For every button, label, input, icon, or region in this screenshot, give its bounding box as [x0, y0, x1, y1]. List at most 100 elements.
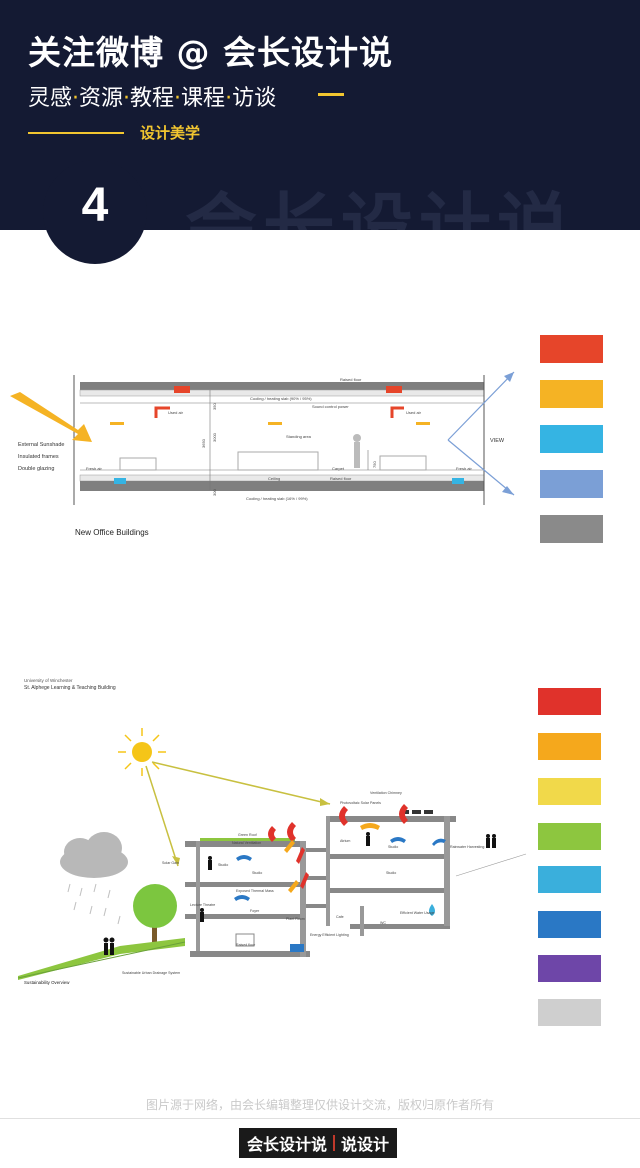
figure2-institution: University of Winchester — [24, 678, 73, 683]
heat-arrows — [284, 823, 380, 893]
figure2-caption: Sustainability Overview — [24, 980, 70, 985]
figure1-caption: New Office Buildings — [75, 528, 149, 537]
sun-ray — [145, 765, 179, 867]
label-studio-2: Studio — [252, 871, 262, 875]
color-swatch — [540, 425, 603, 453]
label-raised-floor-top: Raised floor — [340, 377, 362, 382]
label-ceiling-top: Cooling / heating slab (90% / 95%) — [250, 396, 312, 401]
sustainability-section-drawing: University of Winchester St. Alphege Lea… — [17, 678, 527, 985]
color-swatch — [538, 866, 601, 893]
subtitle-item: 资源 — [79, 86, 124, 111]
header-tag: 设计美学 — [140, 124, 201, 142]
color-swatch — [538, 688, 601, 715]
label-cafe: Cafe — [336, 915, 344, 919]
dim-350: 350 — [212, 403, 217, 410]
color-swatch — [540, 470, 603, 498]
air-unit-blue — [452, 478, 464, 484]
label-carpet: Carpet — [332, 466, 345, 471]
header-title: 关注微博 @ 会长设计说 — [28, 33, 393, 72]
sun-icon — [118, 728, 166, 776]
label-ceiling: Ceiling — [268, 476, 280, 481]
color-swatch — [540, 335, 603, 363]
brand-separator — [333, 1135, 336, 1151]
label-atrium: Atrium — [340, 839, 350, 843]
label-rainwater: Rainwater Harvesting — [450, 845, 484, 849]
header-subtitle: 灵感·资源·教程·课程·访谈 — [28, 86, 277, 111]
cloud-icon — [60, 832, 128, 878]
sun-ray — [151, 761, 331, 805]
air-arrow-red — [390, 406, 404, 418]
subtitle-item: 课程 — [181, 86, 226, 111]
label-used-air-right: Used air — [406, 410, 422, 415]
people-icon — [103, 937, 115, 955]
brand-badge: 会长设计说 说设计 — [239, 1128, 398, 1158]
sunlight-arrow — [10, 392, 92, 442]
color-swatch — [540, 380, 603, 408]
label-studio-3: Studio — [388, 845, 398, 849]
label-studio-4: Studio — [386, 871, 396, 875]
header-watermark: 会长设计说 — [185, 185, 576, 230]
color-swatch — [538, 823, 601, 850]
air-flow-arrows — [234, 837, 446, 901]
green-ground — [18, 938, 185, 980]
dim-750: 750 — [372, 461, 377, 468]
office-section-drawing: External Sunshade Insulated frames Doubl… — [10, 371, 515, 537]
subtitle-item: 教程 — [130, 86, 175, 111]
section-number: 4 — [81, 179, 109, 232]
label-wc: WC — [380, 921, 386, 925]
label-solar: Solar Gain — [162, 861, 179, 865]
label-lecture: Lecture Theatre — [190, 903, 215, 907]
label-standing: Standing area — [286, 434, 312, 439]
label-view: VIEW — [490, 438, 505, 444]
green-roof — [200, 838, 295, 841]
label-green-roof: Green Roof — [238, 833, 257, 837]
label-sunshade: External Sunshade — [18, 442, 64, 448]
label-sound: Sound control power — [312, 404, 349, 409]
copyright-note: 图片源于网络，由会长编辑整理仅供设计交流，版权归原作者所有 — [145, 1098, 494, 1112]
label-efficient-water: Efficient Water Usage — [400, 911, 435, 915]
label-fresh-air-right: Fresh air — [456, 466, 472, 471]
label-swale: Sustainable Urban Drainage System — [122, 971, 180, 975]
raised-floor-bottom — [79, 474, 485, 482]
dim-3650: 3650 — [201, 438, 206, 448]
light-fixture — [416, 422, 430, 425]
figure2-title: St. Alphege Learning & Teaching Building — [24, 685, 116, 691]
air-unit-red — [386, 386, 402, 393]
label-floor: Raised floor — [236, 943, 256, 947]
subtitle-accent-line — [318, 93, 344, 96]
footer-divider — [0, 1118, 640, 1119]
label-natural-vent: Natural Ventilation — [232, 841, 261, 845]
label-plant: Plant Room — [286, 917, 305, 921]
tree-icon — [133, 884, 177, 946]
rain-drops — [67, 883, 121, 925]
label-frames: Insulated frames — [18, 454, 59, 460]
color-swatch — [538, 778, 601, 805]
label-used-air-left: Used air — [168, 410, 184, 415]
label-fresh-air-left: Fresh air — [86, 466, 102, 471]
ventilation-arrows — [268, 804, 408, 889]
dim-300: 300 — [212, 489, 217, 496]
air-unit-red — [174, 386, 190, 393]
label-raised-floor-bottom: Raised floor — [330, 476, 352, 481]
floor-slab — [80, 481, 484, 491]
color-swatch — [538, 911, 601, 938]
brand-right: 说设计 — [341, 1135, 390, 1154]
tag-accent-line — [28, 132, 124, 134]
dim-3000: 3000 — [212, 432, 217, 442]
label-glazing: Double glazing — [18, 466, 54, 472]
occupants-icon — [200, 832, 496, 922]
light-fixture — [110, 422, 124, 425]
section-number-badge: 4 — [43, 160, 147, 264]
building-section — [185, 816, 456, 957]
color-swatch — [538, 733, 601, 760]
label-lighting: Energy Efficient Lighting — [310, 933, 349, 937]
water-drop-icon — [429, 904, 435, 916]
label-exposed-slab: Exposed Thermal Mass — [236, 889, 274, 893]
color-swatch — [540, 515, 603, 543]
label-studio-1: Studio — [218, 863, 228, 867]
brand-left: 会长设计说 — [247, 1135, 328, 1154]
label-photovoltaic: Photovoltaic Solar Panels — [340, 801, 381, 805]
label-foyer: Foyer — [250, 909, 260, 913]
air-arrow-red — [154, 406, 170, 418]
air-unit-blue — [114, 478, 126, 484]
